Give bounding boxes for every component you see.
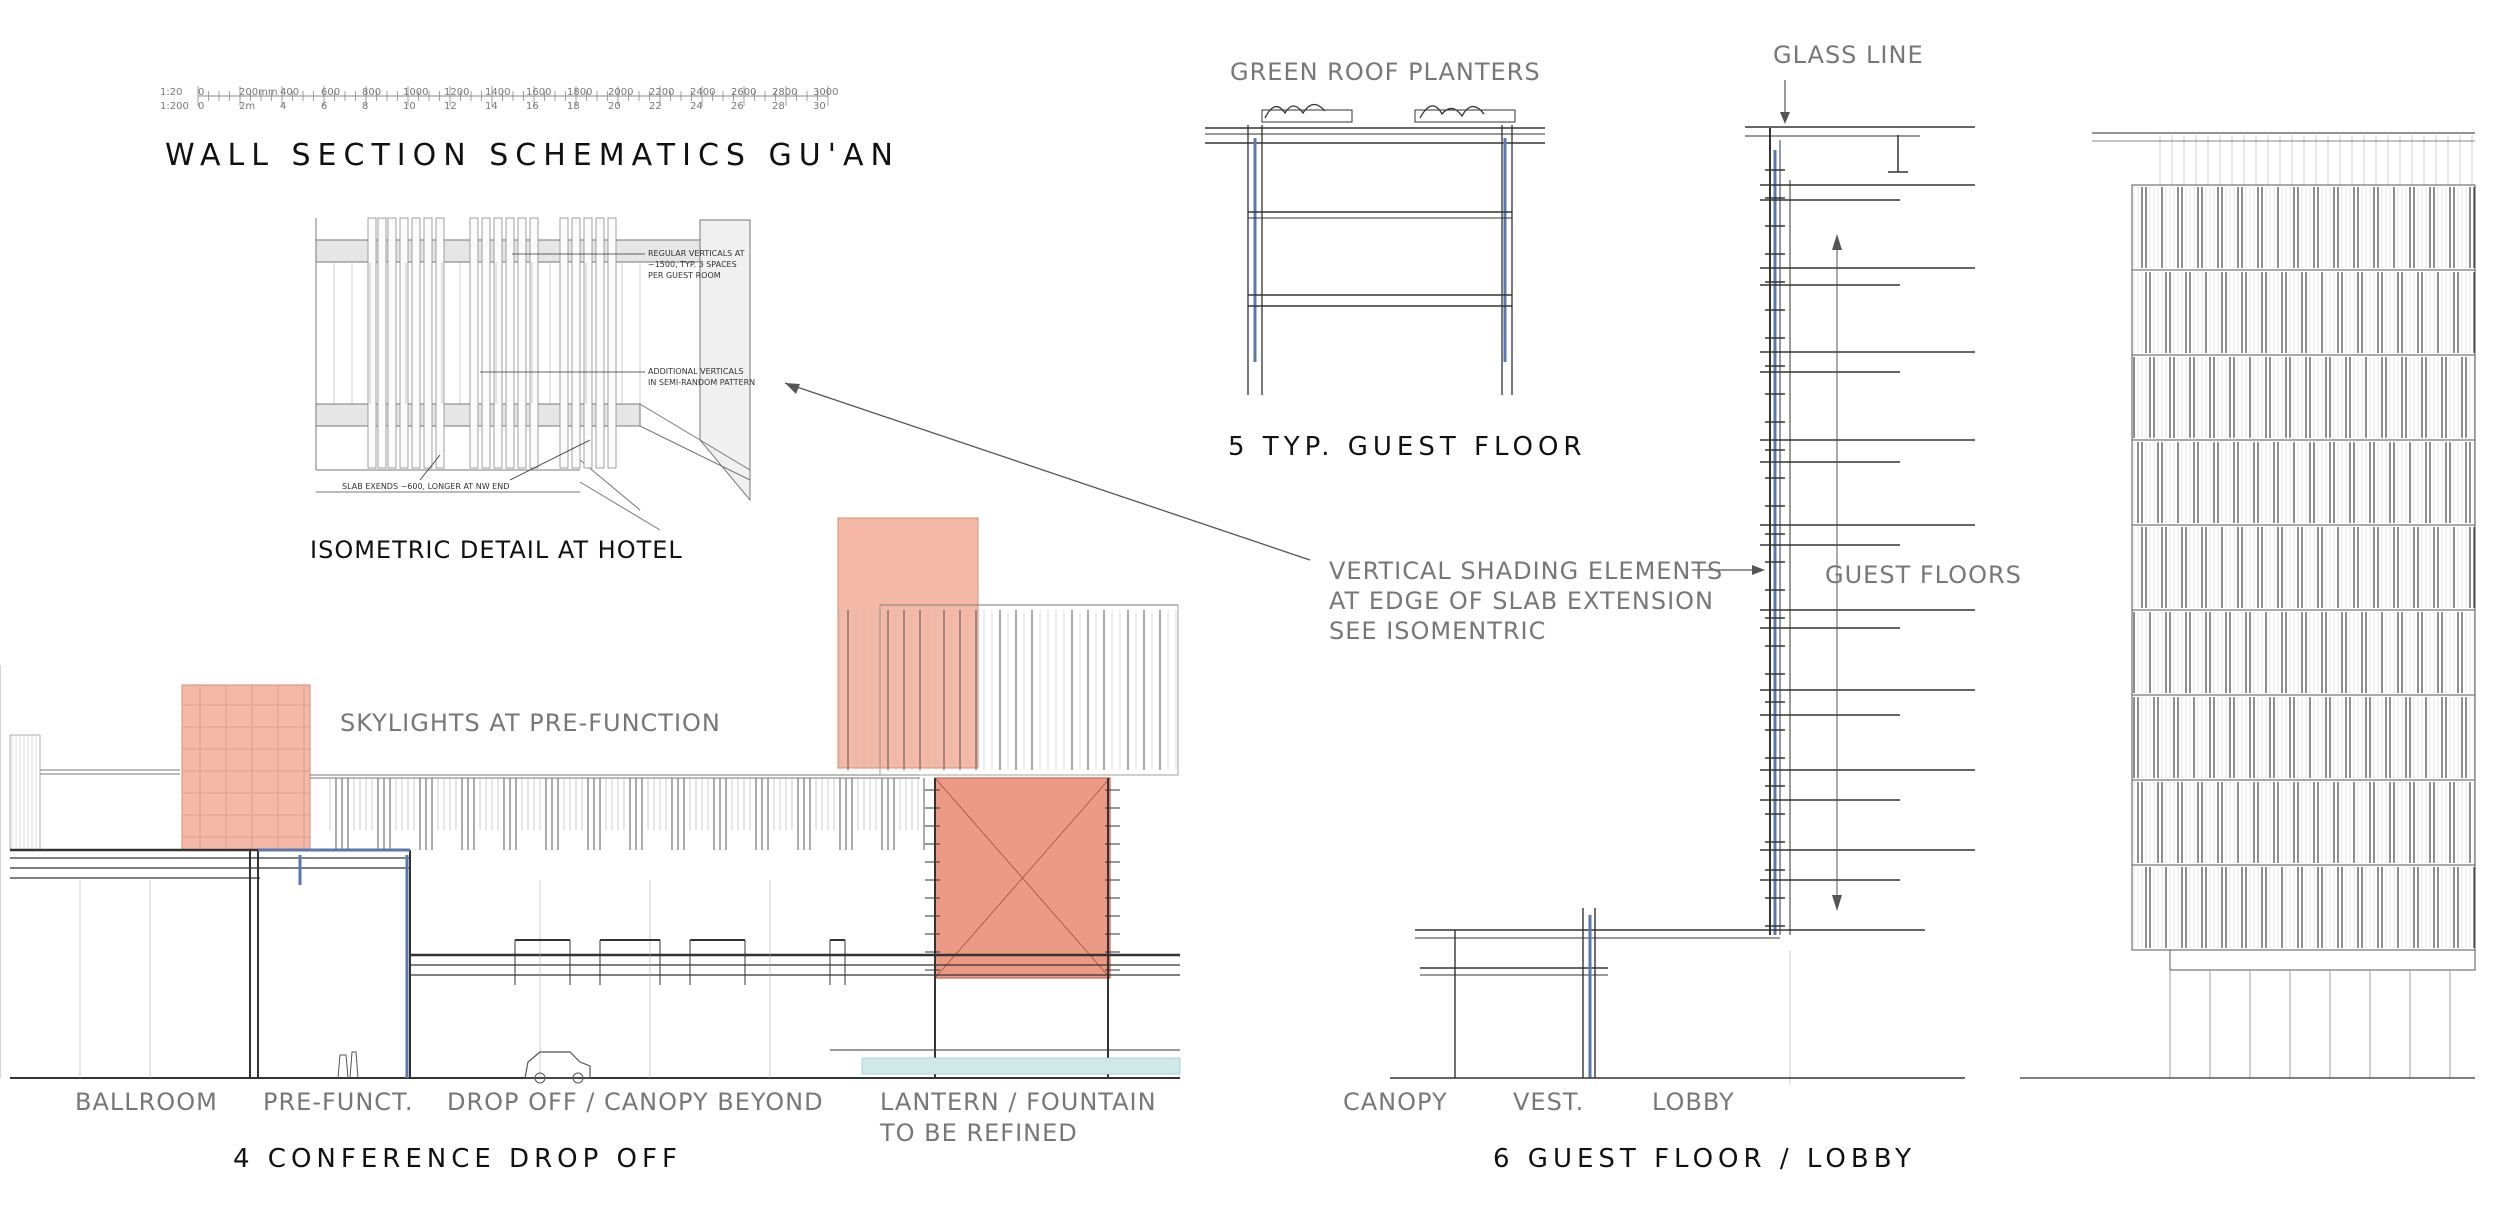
label-glass-line: GLASS LINE — [1773, 41, 1924, 69]
iso-end-wall — [699, 219, 751, 502]
iso-vertical-fin — [481, 217, 491, 469]
label-skylights: SKYLIGHTS AT PRE-FUNCTION — [340, 709, 721, 737]
iso-vertical-fin — [377, 217, 387, 469]
scale-tick-top: 2800 — [772, 87, 798, 98]
scale-tick-bottom: 10 — [403, 101, 416, 112]
section6-title: 6 GUEST FLOOR / LOBBY — [1493, 1144, 1917, 1174]
scale-tick-top: 600 — [321, 87, 341, 98]
iso-title: ISOMETRIC DETAIL AT HOTEL — [310, 536, 683, 564]
scale-tick-top: 800 — [362, 87, 382, 98]
green-roof-planters — [1264, 103, 1485, 119]
iso-vertical-fin — [559, 217, 569, 469]
people-figure — [337, 1051, 359, 1079]
iso-leader — [419, 454, 441, 481]
car-figure — [524, 1051, 591, 1079]
label-lantern: LANTERN / FOUNTAIN TO BE REFINED — [880, 1088, 1157, 1148]
pink-block-upper — [837, 517, 979, 769]
ballroom-stair-block — [9, 734, 41, 851]
scale-label-120: 1:20 — [160, 87, 183, 98]
iso-note-additional: ADDITIONAL VERTICALS IN SEMI-RANDOM PATT… — [648, 367, 756, 387]
scale-tick-bottom: 30 — [813, 101, 826, 112]
label-guest-floors: GUEST FLOORS — [1825, 561, 2022, 589]
iso-vertical-fin — [423, 217, 433, 469]
iso-vertical-fin — [411, 217, 421, 469]
label-green-roof: GREEN ROOF PLANTERS — [1230, 58, 1541, 86]
planter-box — [1414, 109, 1516, 123]
iso-vertical-fin — [517, 217, 527, 469]
iso-edge — [639, 425, 751, 481]
iso-vertical-fin — [399, 217, 409, 469]
leader-to-isometric — [784, 382, 1311, 561]
scale-tick-top: 2200 — [649, 87, 675, 98]
scale-tick-bottom: 28 — [772, 101, 785, 112]
arrow-head — [1832, 895, 1842, 911]
scale-tick-bottom: 12 — [444, 101, 457, 112]
arrow-head — [1752, 565, 1765, 575]
iso-edge — [639, 403, 751, 471]
section5-title: 5 TYP. GUEST FLOOR — [1228, 432, 1587, 462]
scale-tick-bottom: 20 — [608, 101, 621, 112]
iso-vertical-fin — [529, 217, 539, 469]
scale-tick-bottom: 0 — [198, 101, 205, 112]
scale-tick-top: 1800 — [567, 87, 593, 98]
iso-vertical-fin — [435, 217, 445, 469]
iso-edge — [579, 481, 661, 531]
scale-tick-bottom: 14 — [485, 101, 498, 112]
iso-vertical-fin — [595, 217, 605, 469]
iso-vertical-fin — [505, 217, 515, 469]
scale-tick-bottom: 18 — [567, 101, 580, 112]
label-canopy: CANOPY — [1343, 1088, 1448, 1116]
label-vertical-shading: VERTICAL SHADING ELEMENTS AT EDGE OF SLA… — [1329, 557, 1724, 645]
scale-label-1200: 1:200 — [160, 101, 189, 112]
iso-note-slab: SLAB EXENDS ~600, LONGER AT NW END — [342, 482, 510, 491]
arrow-head — [1832, 234, 1842, 250]
sheet-title: WALL SECTION SCHEMATICS GU'AN — [165, 138, 900, 173]
scale-tick-top: 2400 — [690, 87, 716, 98]
iso-note-regular: REGULAR VERTICALS AT ~1500, TYP. 3 SPACE… — [648, 249, 745, 280]
elevation-podium — [2169, 949, 2476, 971]
iso-vertical-fin — [607, 217, 617, 469]
scale-tick-bottom: 16 — [526, 101, 539, 112]
label-prefunct: PRE-FUNCT. — [263, 1088, 414, 1116]
scale-tick-top: 3000 — [813, 87, 839, 98]
fountain-pool — [861, 1057, 1181, 1075]
scale-tick-top: 1600 — [526, 87, 552, 98]
scale-tick-top: 400 — [280, 87, 300, 98]
iso-leader — [509, 439, 591, 481]
car-wheel — [572, 1072, 584, 1084]
scale-tick-top: 0 — [198, 87, 205, 98]
scale-tick-bottom: 2m — [239, 101, 256, 112]
scale-tick-top: 1200 — [444, 87, 470, 98]
arrow-head — [1780, 112, 1790, 124]
elevation-tower-outline — [2131, 184, 2476, 951]
iso-vertical-fin — [469, 217, 479, 469]
label-vest: VEST. — [1513, 1088, 1585, 1116]
planter-box — [1261, 109, 1353, 123]
iso-vertical-fin — [367, 217, 377, 469]
iso-vertical-fin — [387, 217, 397, 469]
scale-tick-bottom: 26 — [731, 101, 744, 112]
pink-tower-left — [181, 684, 311, 851]
scale-tick-top: 1000 — [403, 87, 429, 98]
iso-vertical-fin — [571, 217, 581, 469]
iso-vertical-fin — [583, 217, 593, 469]
label-ballroom: BALLROOM — [75, 1088, 218, 1116]
scale-tick-bottom: 8 — [362, 101, 369, 112]
scale-tick-top: 200mm — [239, 87, 278, 98]
scale-tick-bottom: 24 — [690, 101, 703, 112]
car-wheel — [534, 1072, 546, 1084]
scale-tick-top: 1400 — [485, 87, 511, 98]
section4-title: 4 CONFERENCE DROP OFF — [233, 1144, 682, 1174]
label-dropoff: DROP OFF / CANOPY BEYOND — [447, 1088, 824, 1116]
scale-tick-bottom: 22 — [649, 101, 662, 112]
iso-vertical-fin — [493, 217, 503, 469]
scale-tick-bottom: 6 — [321, 101, 328, 112]
scale-tick-bottom: 4 — [280, 101, 287, 112]
arrow-head — [785, 383, 800, 394]
label-lobby: LOBBY — [1652, 1088, 1735, 1116]
scale-tick-top: 2600 — [731, 87, 757, 98]
lantern-brace — [934, 777, 1111, 979]
scale-tick-top: 2000 — [608, 87, 634, 98]
